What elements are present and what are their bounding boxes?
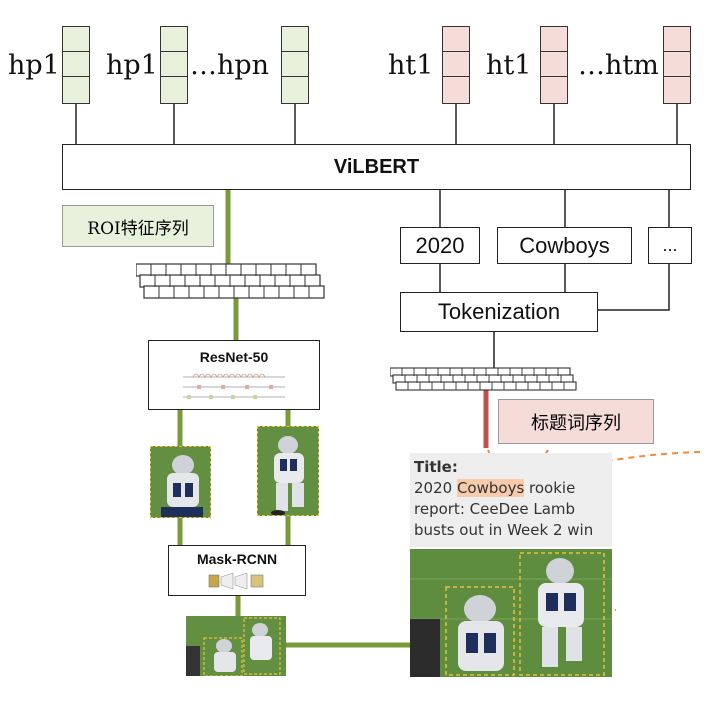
maskrcnn-label: Mask-RCNN [196,551,278,567]
ht-stack-m [663,26,691,104]
resnet-architecture-icon [183,373,285,399]
title-token-strip [390,367,577,391]
title-line1-post: rookie [524,479,576,497]
hp-label-2: hp1 [106,50,158,81]
hp-stack-n [281,26,309,104]
roi-feature-tag: ROI特征序列 [62,205,214,247]
title-highlight-cowboys: Cowboys [456,479,525,497]
maskrcnn-architecture-icon [208,572,264,590]
tokenization-box: Tokenization [400,292,598,332]
source-image-large [410,549,612,677]
token-box-cowboys: Cowboys [497,227,632,264]
ht-label-m: …htm [578,50,659,81]
title-line1-pre: 2020 [414,479,457,497]
resnet-box: ResNet-50 [148,340,320,410]
ht-label-2: ht1 [486,50,532,81]
title-card-heading: Title: [414,458,458,476]
orange-arrow-right [529,451,701,479]
connector-ellipsis-tok [598,264,670,311]
title-card-line1: 2020 Cowboys rookie [414,478,612,499]
token-box-2020: 2020 [400,227,480,264]
hp-stack-2 [160,26,188,104]
player-crop-2-image [258,427,318,515]
hp-stack-1 [62,26,90,104]
source-image-small [186,616,286,676]
player-crop-1 [150,446,211,518]
title-card-line3: busts out in Week 2 win [414,521,594,539]
maskrcnn-box: Mask-RCNN [168,545,306,596]
vilbert-box: ViLBERT [62,144,691,190]
title-token-tag: 标题词序列 [498,399,654,444]
hp-label-n: …hpn [190,50,270,81]
source-image-small-graphic [186,616,286,676]
source-image-large-graphic [410,549,612,677]
ht-stack-2 [540,26,568,104]
player-crop-1-image [151,447,210,517]
token-box-ellipsis: ... [648,227,692,264]
hp-label-1: hp1 [8,50,60,81]
resnet-label: ResNet-50 [199,349,269,365]
title-card: Title: 2020 Cowboys rookie report: CeeDe… [410,453,612,547]
title-card-line2: report: CeeDee Lamb [414,500,576,518]
player-crop-2 [257,426,319,516]
ht-stack-1 [442,26,470,104]
ht-label-1: ht1 [388,50,434,81]
roi-feature-strip [136,263,325,299]
